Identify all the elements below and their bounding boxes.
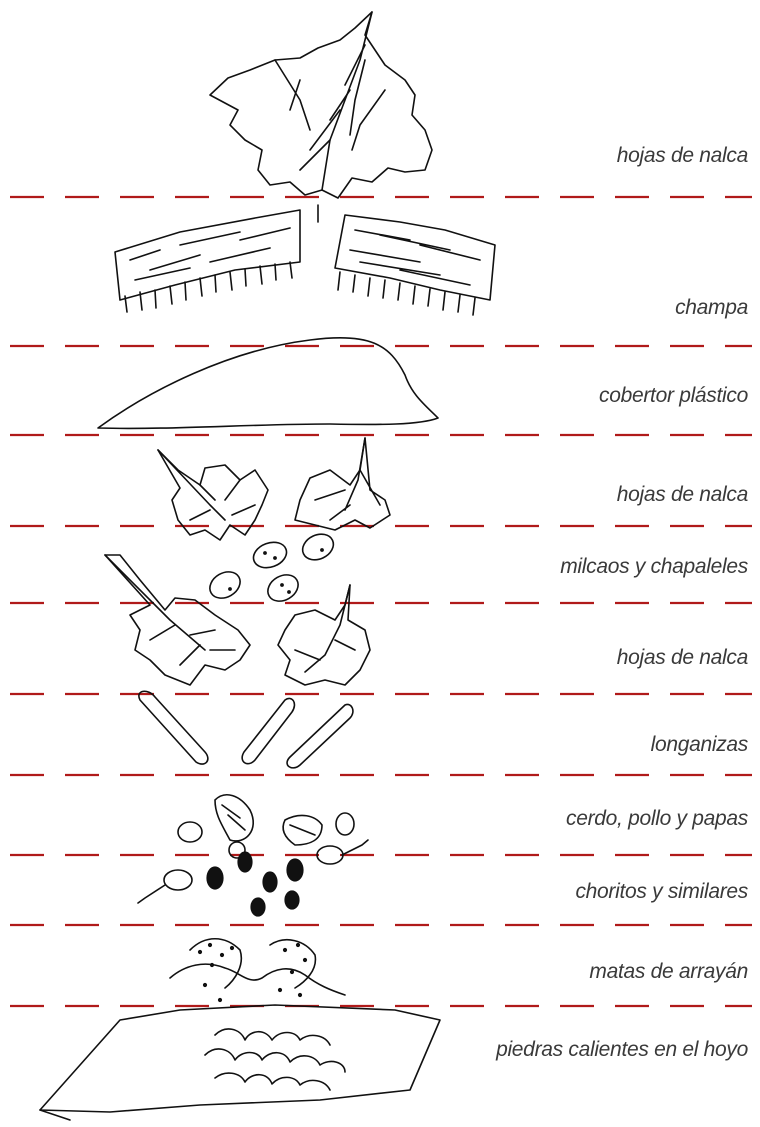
milcaos-drawing	[205, 529, 337, 606]
arrayan-drawing	[170, 939, 345, 1002]
stones-pit-drawing	[40, 1005, 440, 1120]
label-milcaos: milcaos y chapaleles	[560, 555, 748, 579]
label-stones: piedras calientes en el hoyo	[496, 1038, 748, 1062]
meat-drawing	[178, 795, 368, 864]
label-champa: champa	[675, 296, 748, 320]
plastic-cover-drawing	[98, 338, 438, 429]
longanizas-drawing	[139, 691, 353, 768]
label-top-nalca: hojas de nalca	[617, 144, 748, 168]
top-nalca-leaves-drawing	[210, 12, 432, 198]
label-choritos: choritos y similares	[575, 880, 748, 904]
choritos-drawing	[138, 852, 303, 916]
label-plastic-cover: cobertor plástico	[599, 384, 748, 408]
champa-drawing	[115, 205, 495, 315]
label-nalca-3: hojas de nalca	[617, 646, 748, 670]
label-nalca-2: hojas de nalca	[617, 483, 748, 507]
label-arrayan: matas de arrayán	[589, 960, 748, 984]
label-meat: cerdo, pollo y papas	[566, 807, 748, 831]
nalca-leaves-2-drawing	[158, 438, 390, 540]
label-longanizas: longanizas	[651, 733, 748, 757]
